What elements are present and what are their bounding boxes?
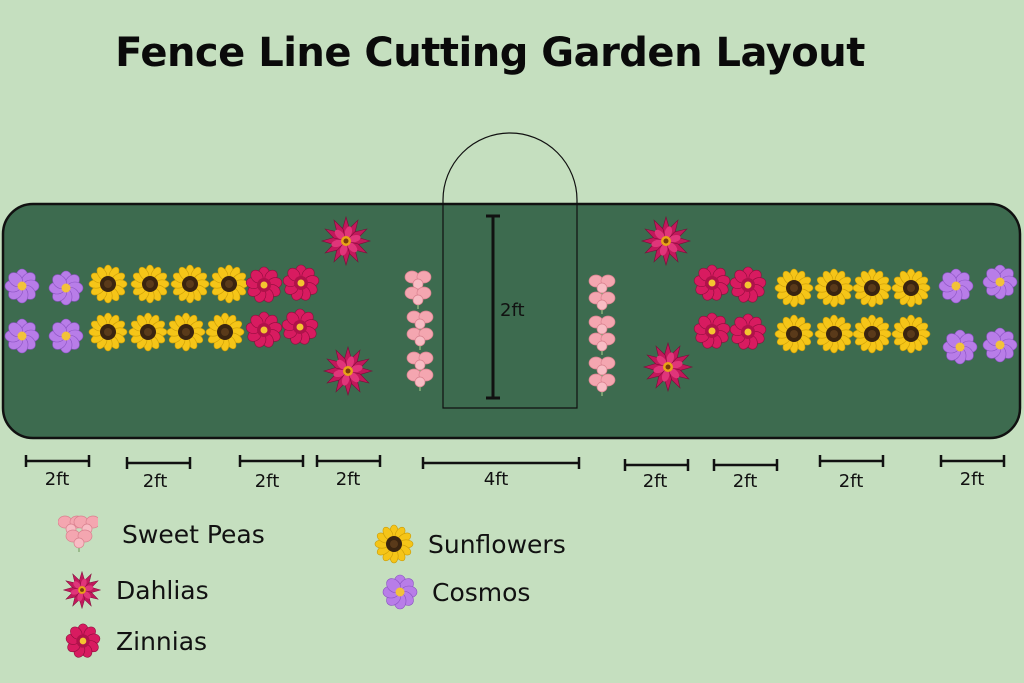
garden-bed bbox=[1, 202, 1022, 440]
dim-label-5: 4ft bbox=[484, 469, 509, 490]
arch-height-label: 2ft bbox=[500, 300, 525, 321]
cosmos-flower bbox=[48, 318, 84, 354]
dim-label-9: 2ft bbox=[960, 469, 985, 490]
dim-marker-5 bbox=[421, 457, 581, 469]
cosmos-icon bbox=[382, 574, 418, 610]
cosmos-flower bbox=[982, 327, 1018, 363]
dim-marker-7 bbox=[712, 459, 779, 471]
arch-outline bbox=[442, 132, 578, 409]
legend-label: Cosmos bbox=[432, 577, 531, 607]
legend-label: Sweet Peas bbox=[122, 519, 265, 549]
cosmos-flower bbox=[982, 264, 1018, 300]
legend-item-sunflowers: Sunflowers bbox=[374, 524, 566, 564]
dimension-labels: 2ft 2ft 2ft 2ft 4ft 2ft 2ft 2ft 2ft bbox=[45, 469, 985, 492]
dim-label-6: 2ft bbox=[643, 471, 668, 492]
dim-label-2: 2ft bbox=[143, 471, 168, 492]
dim-marker-8 bbox=[818, 455, 885, 467]
dim-marker-3 bbox=[238, 455, 305, 467]
sweetpea-group-left bbox=[404, 270, 434, 392]
dim-marker-9 bbox=[939, 455, 1006, 467]
legend-label: Sunflowers bbox=[428, 529, 566, 559]
sweetpea-group-right bbox=[588, 274, 616, 397]
dimension-markers bbox=[24, 455, 1006, 471]
cosmos-flower bbox=[4, 268, 40, 304]
legend-item-dahlias: Dahlias bbox=[62, 570, 209, 610]
zinnia-icon bbox=[64, 623, 102, 660]
cosmos-flower bbox=[48, 270, 84, 306]
dim-label-4: 2ft bbox=[336, 469, 361, 490]
dim-label-8: 2ft bbox=[839, 471, 864, 492]
legend-item-cosmos: Cosmos bbox=[382, 574, 530, 610]
legend-label: Zinnias bbox=[116, 626, 208, 656]
dim-label-3: 2ft bbox=[255, 471, 280, 492]
dim-label-7: 2ft bbox=[733, 471, 758, 492]
page-title: Fence Line Cutting Garden Layout bbox=[115, 30, 865, 76]
dim-label-1: 2ft bbox=[45, 469, 70, 490]
dim-marker-4 bbox=[315, 455, 382, 467]
sweet-pea-icon bbox=[58, 515, 98, 553]
legend-item-sweet-peas: Sweet Peas bbox=[58, 514, 265, 554]
dim-marker-6 bbox=[623, 459, 690, 471]
sunflower-icon bbox=[374, 524, 414, 564]
legend-label: Dahlias bbox=[116, 575, 209, 605]
legend-item-zinnias: Zinnias bbox=[64, 622, 207, 660]
dim-marker-2 bbox=[125, 457, 192, 469]
cosmos-flower bbox=[4, 318, 40, 354]
dahlia-icon bbox=[63, 571, 101, 609]
cosmos-flower bbox=[942, 329, 978, 365]
cosmos-flower bbox=[938, 268, 974, 304]
dim-marker-1 bbox=[24, 455, 91, 467]
